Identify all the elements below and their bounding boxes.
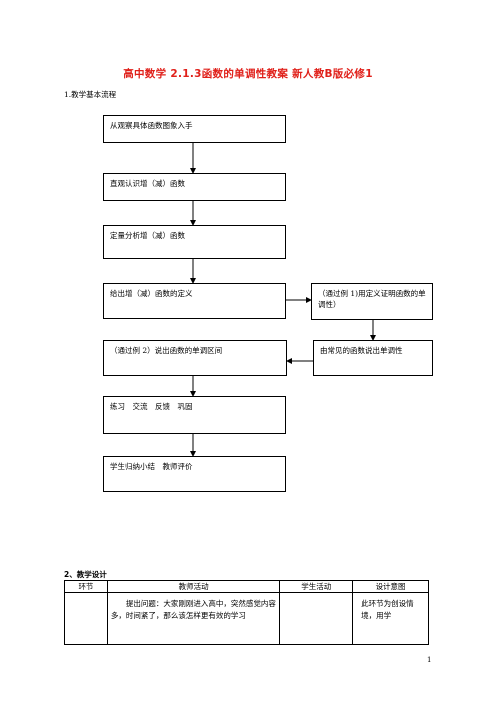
table-row: 提出问题：大家刚刚进入高中，突然感觉内容多，时间紧了，那么该怎样更有效的学习 此… [64,592,429,645]
flow-side-proof-example1: （通过例 1)用定义证明函数的单调性） [311,283,433,320]
teaching-design-table: 环节 教师活动 学生活动 设计意图 提出问题：大家刚刚进入高中，突然感觉内容多，… [64,580,429,645]
page-number: 1 [427,656,432,664]
cell-stage [64,592,108,645]
cell-student [279,592,354,645]
flow-step-summary: 学生归纳小结 教师评价 [103,456,286,492]
flow-step-quantitative-analysis: 定量分析增（减）函数 [103,225,286,259]
cell-teacher: 提出问题：大家刚刚进入高中，突然感觉内容多，时间紧了，那么该怎样更有效的学习 [106,592,281,645]
section-heading-design: 2、教学设计 [64,570,107,579]
header-design-intent: 设计意图 [352,580,429,593]
header-stage: 环节 [64,580,108,593]
cell-intent: 此环节为创设情境，用学 [352,592,429,645]
header-teacher-activity: 教师活动 [106,580,281,593]
flow-step-monotonic-intervals: （通过例 2）说出函数的单调区间 [103,340,287,376]
flow-side-common-functions: 由常见的函数说出单调性 [313,340,433,376]
header-student-activity: 学生活动 [279,580,354,593]
flow-step-practice: 练习 交流 反馈 巩固 [103,396,286,434]
table-header-row: 环节 教师活动 学生活动 设计意图 [64,580,429,593]
document-title: 高中数学 2.1.3函数的单调性教案 新人教B版必修1 [123,68,373,80]
section-heading-flow: 1.教学基本流程 [64,90,117,99]
flow-step-intuitive-understanding: 直观认识增（减）函数 [103,173,286,201]
flow-step-observe-graphs: 从观察具体函数图象入手 [103,115,286,143]
flow-step-definition: 给出增（减）函数的定义 [103,283,286,319]
